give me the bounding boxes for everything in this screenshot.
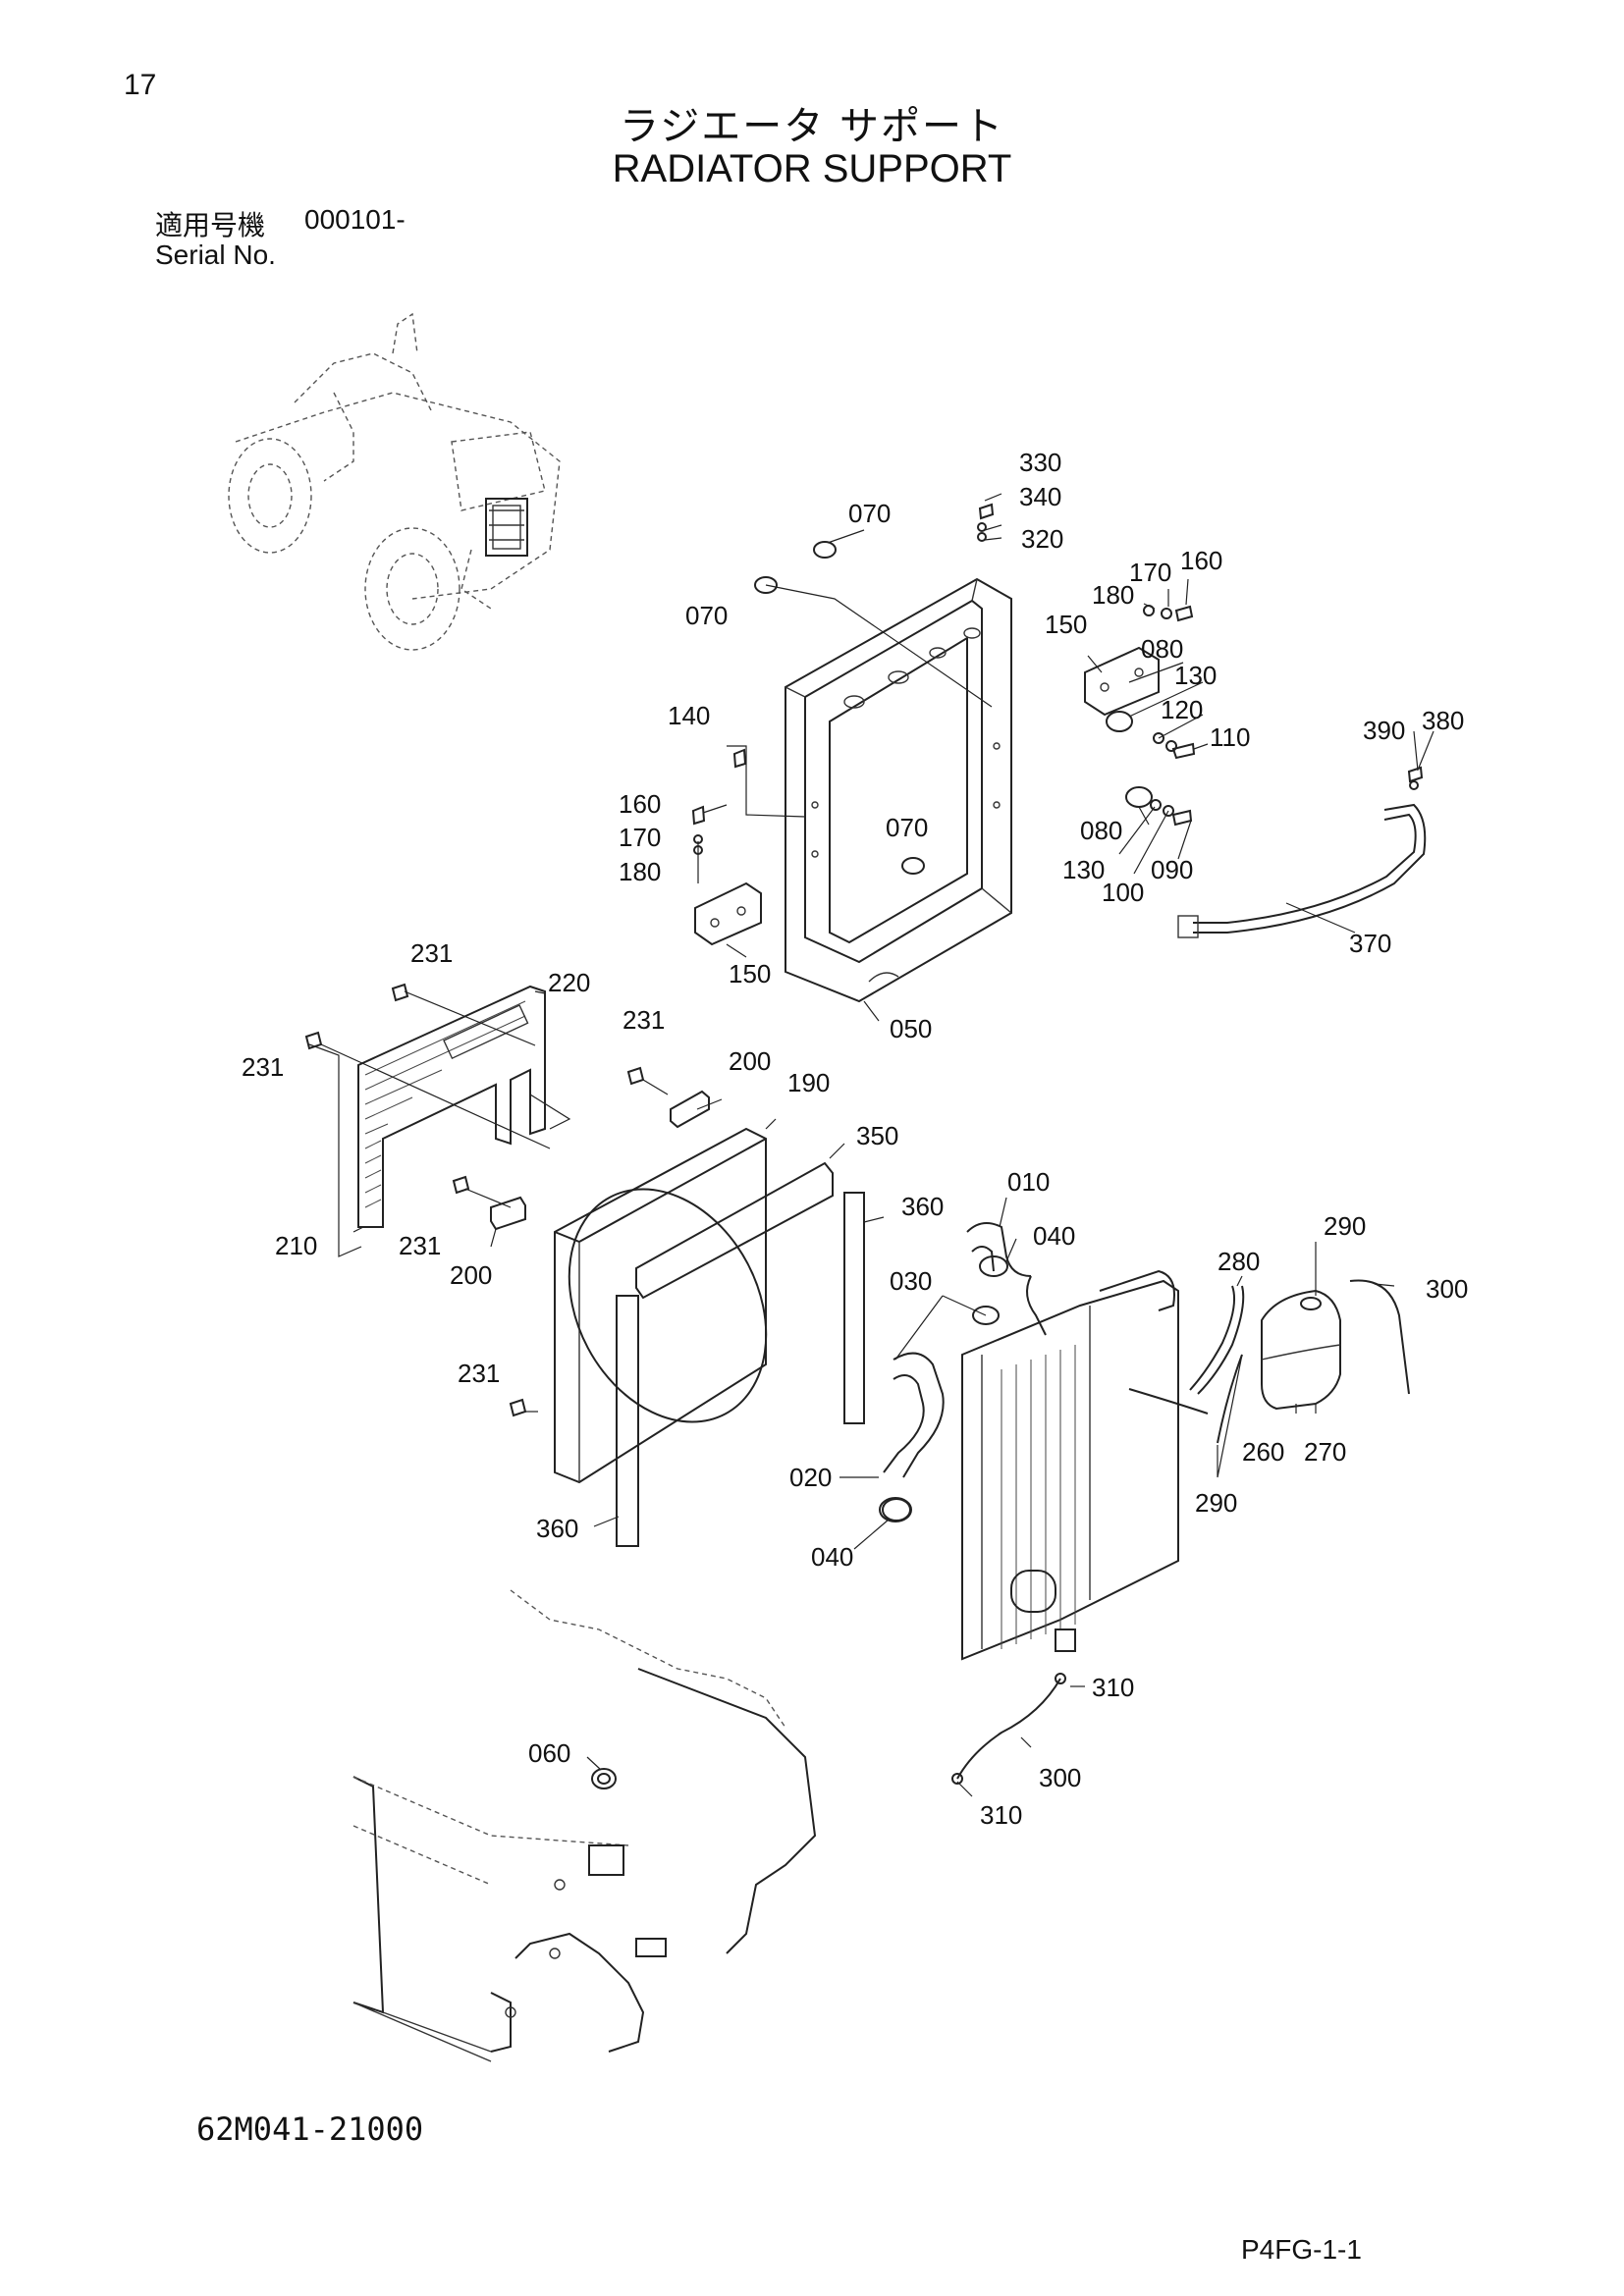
callout-280: 280 (1218, 1247, 1260, 1276)
callout-270: 270 (1304, 1437, 1346, 1467)
callout-220: 220 (548, 968, 590, 997)
callout-110: 110 (1210, 722, 1250, 752)
callout-320: 320 (1021, 524, 1063, 554)
callout-300: 300 (1039, 1763, 1081, 1792)
seal-350 (635, 1161, 834, 1300)
lower-hose-020 (882, 1352, 945, 1522)
callout-080: 080 (1080, 816, 1122, 845)
callout-231: 231 (623, 1005, 665, 1035)
callout-060: 060 (528, 1738, 570, 1768)
callout-040: 040 (1033, 1221, 1075, 1251)
radiator-core (961, 1269, 1179, 1661)
callout-160: 160 (1180, 546, 1222, 575)
title-english: RADIATOR SUPPORT (612, 147, 1012, 190)
callout-231: 231 (410, 938, 453, 968)
callout-290: 290 (1324, 1211, 1366, 1241)
hose-280 (1189, 1285, 1245, 1395)
callout-260: 260 (1242, 1437, 1284, 1467)
callout-310: 310 (1092, 1673, 1134, 1702)
mount-rubber-080 (1106, 711, 1153, 808)
serial-label-japanese: 適用号機 (155, 209, 266, 241)
callout-120: 120 (1161, 695, 1203, 724)
callout-150: 150 (729, 959, 771, 988)
callout-030: 030 (890, 1266, 932, 1296)
callout-070: 070 (886, 813, 928, 842)
cover-grille-220 (357, 985, 546, 1228)
callout-360: 360 (536, 1514, 578, 1543)
callout-340: 340 (1019, 482, 1061, 511)
callout-350: 350 (856, 1121, 898, 1150)
overflow-hose-300-upper (1349, 1279, 1410, 1395)
callout-231: 231 (399, 1231, 441, 1260)
bracket-150-lower (694, 881, 762, 946)
hose-290 (1128, 1354, 1243, 1444)
callout-140: 140 (668, 701, 710, 730)
grommet-070 (754, 541, 925, 875)
callout-200: 200 (450, 1260, 492, 1290)
callout-labels: 330 340 320 070 070 070 170 160 180 150 … (242, 448, 1468, 1830)
callout-080: 080 (1141, 634, 1183, 664)
callout-160: 160 (619, 789, 661, 819)
callout-150: 150 (1045, 610, 1087, 639)
lower-frame (352, 1589, 817, 2062)
hose-clamp-310 (951, 1673, 1066, 1785)
stay-rod-370 (1177, 803, 1427, 938)
sheet-reference: P4FG-1-1 (1241, 2234, 1362, 2265)
callout-380: 380 (1422, 706, 1464, 735)
callout-231: 231 (458, 1359, 500, 1388)
callout-090: 090 (1151, 855, 1193, 884)
bolts-and-washers (691, 503, 1424, 855)
callout-100: 100 (1102, 878, 1144, 907)
callout-200: 200 (729, 1046, 771, 1076)
seal-360 (616, 1192, 865, 1547)
hose-clamp-040 (879, 1255, 1008, 1522)
callout-040: 040 (811, 1542, 853, 1572)
callout-020: 020 (789, 1463, 832, 1492)
hose-clamp-030 (972, 1306, 1000, 1325)
leader-lines (308, 493, 1435, 1797)
upper-hose-010 (966, 1222, 1032, 1277)
callout-010: 010 (1007, 1167, 1050, 1197)
reserve-tank-260 (1261, 1289, 1341, 1411)
radiator-support-frame-050 (785, 577, 1012, 1003)
page-number: 17 (124, 69, 157, 101)
callout-300: 300 (1426, 1274, 1468, 1304)
callout-180: 180 (619, 857, 661, 886)
callout-170: 170 (1129, 558, 1171, 587)
serial-value: 000101- (304, 204, 406, 235)
fan-shroud-190 (554, 1127, 768, 1484)
bolt-231 (304, 983, 645, 1417)
callout-360: 360 (901, 1192, 944, 1221)
serial-label-english: Serial No. (155, 240, 276, 270)
tank-cap-270 (1300, 1297, 1322, 1310)
drawing-number: 62M041-21000 (196, 2110, 424, 2148)
bracket-150-upper (1084, 646, 1160, 717)
callout-180: 180 (1092, 580, 1134, 610)
drain-hose-300 (956, 1678, 1061, 1780)
callout-130: 130 (1062, 855, 1105, 884)
callout-130: 130 (1174, 661, 1217, 690)
callout-070: 070 (685, 601, 728, 630)
callout-370: 370 (1349, 929, 1391, 958)
callout-330: 330 (1019, 448, 1061, 477)
callout-310: 310 (980, 1800, 1022, 1830)
callout-231: 231 (242, 1052, 284, 1082)
callout-050: 050 (890, 1014, 932, 1043)
plate-200 (490, 1090, 710, 1231)
callout-070: 070 (848, 499, 891, 528)
callout-210: 210 (275, 1231, 317, 1260)
machine-locator-view (228, 312, 561, 651)
title-japanese: ラジエータ サポート (620, 104, 1004, 149)
callout-190: 190 (787, 1068, 830, 1097)
callout-390: 390 (1363, 716, 1405, 745)
callout-290: 290 (1195, 1488, 1237, 1518)
callout-170: 170 (619, 823, 661, 852)
